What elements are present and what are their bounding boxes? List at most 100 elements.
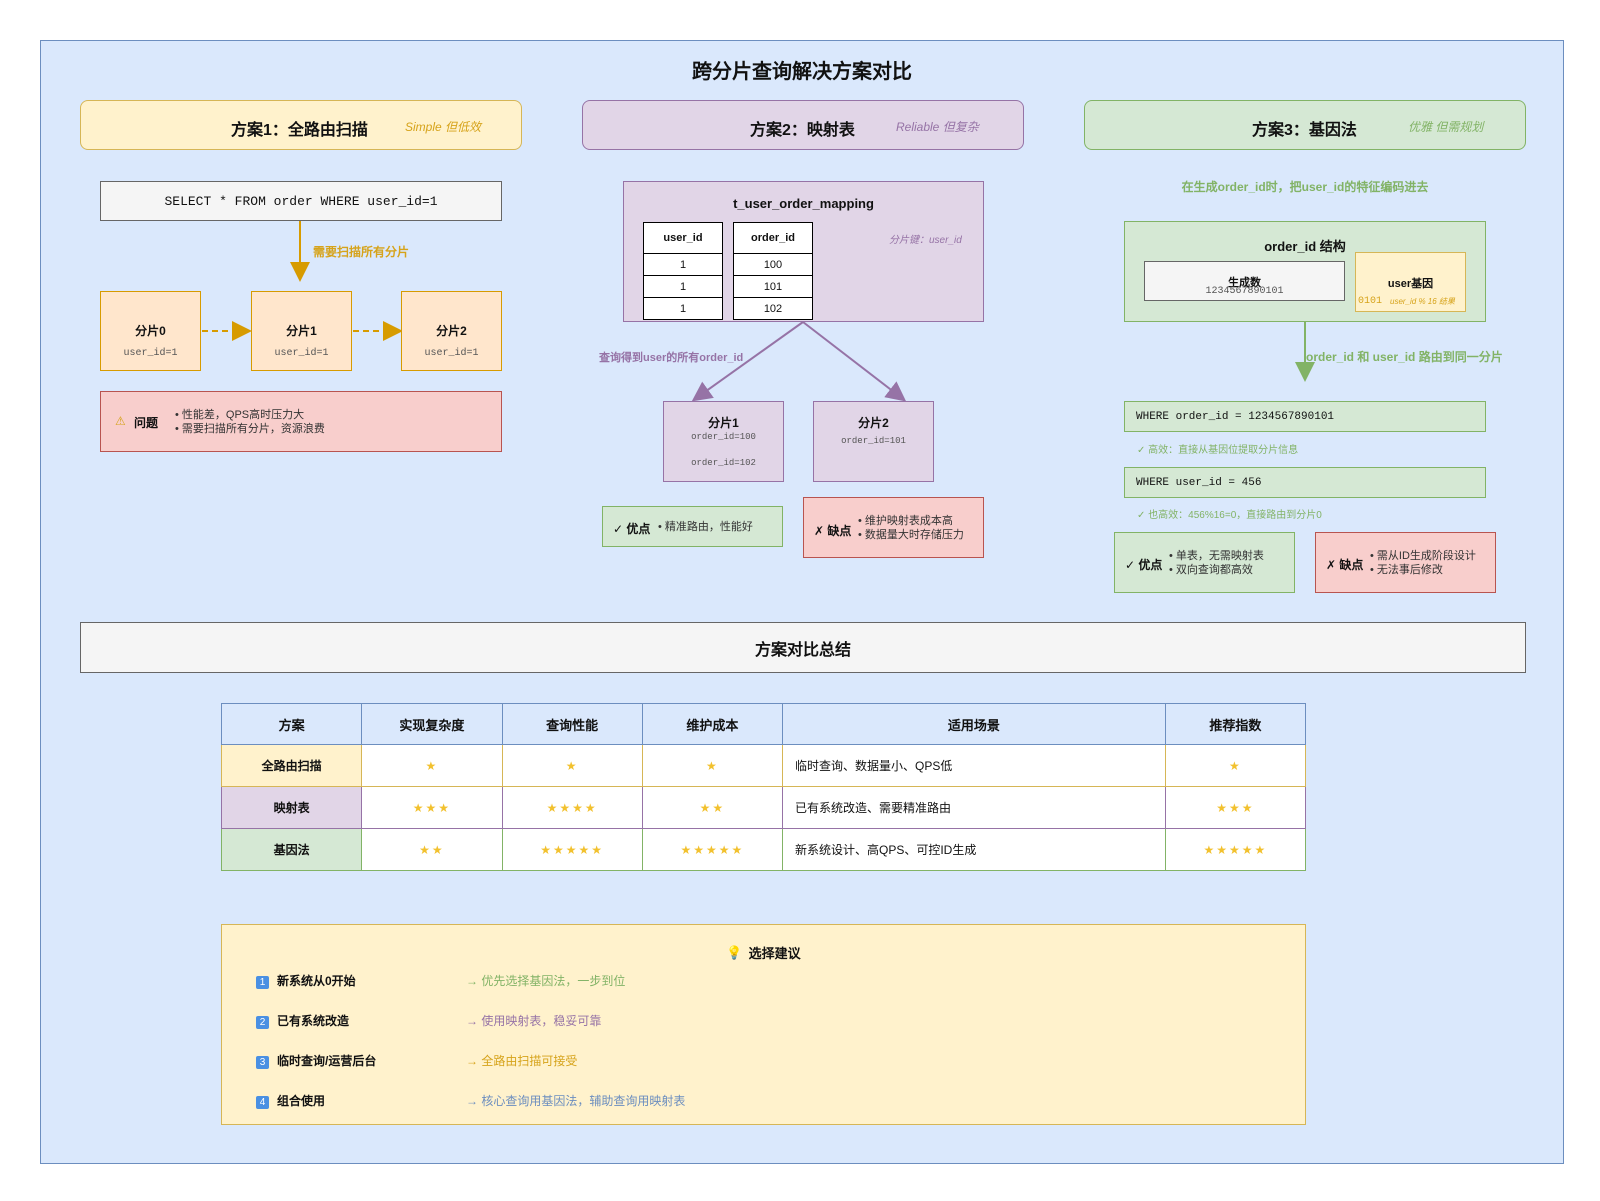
- plan1-header: 方案1：全路由扫描 Simple 但低效: [80, 100, 522, 150]
- user-id-column: user_id 1 1 1: [643, 222, 723, 320]
- column-header: 实现复杂度: [361, 703, 503, 745]
- shard-name: 分片1: [708, 416, 739, 430]
- plan3-tag: 优雅 但需规划: [1408, 120, 1484, 134]
- plan3-title: 方案3：基因法: [1252, 122, 1357, 139]
- pro-point: • 双向查询都高效: [1169, 564, 1253, 576]
- con-label: ✗ 缺点: [1326, 558, 1364, 572]
- plan-name: 映射表: [220, 786, 363, 829]
- rating-stars: ★★★★★: [641, 828, 784, 871]
- column-header: order_id: [733, 222, 813, 254]
- generated-number-segment: 生成数 1234567890101: [1144, 261, 1345, 301]
- pro-point: • 单表，无需映射表: [1169, 550, 1264, 562]
- advice-title: 选择建议: [748, 946, 801, 961]
- rating-stars: ★★: [361, 828, 503, 871]
- column-header: 推荐指数: [1164, 703, 1307, 745]
- problem-point: • 性能差，QPS高时压力大: [175, 409, 305, 421]
- advice-text: → 全路由扫描可接受: [466, 1054, 578, 1068]
- table-cell: 101: [733, 275, 813, 298]
- mapping-arrow-right: [802, 321, 907, 402]
- rating-stars: ★★★★★: [1164, 828, 1307, 871]
- problem-points: • 性能差，QPS高时压力大 • 需要扫描所有分片，资源浪费: [175, 408, 325, 436]
- shard-name: 分片2: [436, 324, 467, 338]
- plan2-shard-1: 分片1 order_id=100 order_id=102: [663, 401, 784, 482]
- con-points: • 需从ID生成阶段设计 • 无法事后修改: [1370, 549, 1476, 577]
- advice-label: 组合使用: [277, 1094, 326, 1108]
- shard-key-note: 分片键：user_id: [889, 235, 962, 246]
- shard-condition: user_id=1: [123, 348, 178, 359]
- plan3-con-box: ✗ 缺点 • 需从ID生成阶段设计 • 无法事后修改: [1315, 532, 1496, 593]
- plan2-pro-box: ✓ 优点 • 精准路由，性能好: [602, 506, 783, 547]
- plan-name: 全路由扫描: [220, 744, 363, 787]
- con-point: • 数据量大时存储压力: [858, 529, 964, 541]
- table-row: 基因法 ★★ ★★★★★ ★★★★★ 新系统设计、高QPS、可控ID生成 ★★★…: [220, 828, 1307, 871]
- order-id-column: order_id 100 101 102: [733, 222, 813, 320]
- plan-name: 基因法: [220, 828, 363, 871]
- plan1-problem-box: ⚠ 问题 • 性能差，QPS高时压力大 • 需要扫描所有分片，资源浪费: [100, 391, 502, 452]
- gene-value: 0101: [1358, 296, 1383, 307]
- mapping-table-box: t_user_order_mapping user_id 1 1 1 order…: [623, 181, 984, 322]
- column-header: 适用场景: [782, 703, 1166, 745]
- summary-title: 方案对比总结: [80, 622, 1526, 673]
- con-point: • 需从ID生成阶段设计: [1370, 550, 1476, 562]
- con-label: ✗ 缺点: [814, 524, 852, 538]
- column-header: 查询性能: [501, 703, 643, 745]
- rating-stars: ★★★★: [501, 786, 643, 829]
- pro-label: ✓ 优点: [613, 522, 651, 536]
- shard-order: order_id=101: [841, 436, 906, 446]
- table-cell: 100: [733, 253, 813, 276]
- rating-stars: ★: [1164, 744, 1307, 787]
- shard-condition: user_id=1: [274, 348, 329, 359]
- query-by-user-note: ✓ 也高效：456%16=0，直接路由到分片0: [1137, 510, 1322, 521]
- shard-order: order_id=100: [691, 432, 756, 442]
- mapping-arrow-left: [691, 321, 804, 402]
- number-badge: 2: [256, 1016, 269, 1029]
- advice-label: 临时查询/运营后台: [277, 1054, 377, 1068]
- plan1-sql: SELECT * FROM order WHERE user_id=1: [100, 181, 502, 221]
- table-cell: 1: [643, 275, 723, 298]
- shard-name: 分片1: [286, 324, 317, 338]
- plan1-shard-1: 分片1 user_id=1: [251, 291, 352, 371]
- advice-text: → 优先选择基因法，一步到位: [466, 974, 626, 988]
- shard-name: 分片2: [858, 416, 889, 430]
- pro-label: ✓ 优点: [1125, 558, 1163, 572]
- column-header: 维护成本: [641, 703, 784, 745]
- plan1-shard-0: 分片0 user_id=1: [100, 291, 201, 371]
- plan2-title: 方案2：映射表: [750, 122, 855, 139]
- plan1-arrow-label: 需要扫描所有分片: [313, 245, 410, 259]
- advice-item: 2 已有系统改造: [256, 1012, 349, 1029]
- number-badge: 1: [256, 976, 269, 989]
- gene-note: user_id % 16 结果: [1390, 297, 1455, 306]
- table-row: 映射表 ★★★ ★★★★ ★★ 已有系统改造、需要精准路由 ★★★: [220, 786, 1307, 829]
- plan2-tag: Reliable 但复杂: [896, 120, 979, 134]
- plan2-header: 方案2：映射表 Reliable 但复杂: [582, 100, 1024, 150]
- plan1-shard-2: 分片2 user_id=1: [401, 291, 502, 371]
- pro-point: • 精准路由，性能好: [658, 521, 753, 533]
- plan2-shard-2: 分片2 order_id=101: [813, 401, 934, 482]
- column-header: 方案: [220, 703, 363, 745]
- rating-stars: ★: [501, 744, 643, 787]
- plan3-intro: 在生成order_id时，把user_id的特征编码进去: [1181, 180, 1429, 194]
- rating-stars: ★: [641, 744, 784, 787]
- con-point: • 维护映射表成本高: [858, 515, 953, 527]
- plan2-con-box: ✗ 缺点 • 维护映射表成本高 • 数据量大时存储压力: [803, 497, 984, 558]
- query-by-user: WHERE user_id = 456: [1124, 467, 1486, 498]
- mapping-table-name: t_user_order_mapping: [733, 196, 874, 211]
- plan3-arrow-label: order_id 和 user_id 路由到同一分片: [1306, 350, 1503, 364]
- advice-label: 新系统从0开始: [277, 974, 356, 988]
- pro-points: • 单表，无需映射表 • 双向查询都高效: [1169, 549, 1264, 577]
- advice-item: 1 新系统从0开始: [256, 972, 356, 989]
- order-id-structure: order_id 结构 生成数 1234567890101 user基因 010…: [1124, 221, 1486, 322]
- scene-cell: 已有系统改造、需要精准路由: [782, 786, 1166, 829]
- structure-title: order_id 结构: [1264, 239, 1346, 254]
- plan1-tag: Simple 但低效: [405, 120, 482, 134]
- rating-stars: ★★★: [1164, 786, 1307, 829]
- rating-stars: ★★★: [361, 786, 503, 829]
- rating-stars: ★★★★★: [501, 828, 643, 871]
- user-gene-segment: user基因 0101 user_id % 16 结果: [1355, 252, 1466, 312]
- advice-label: 已有系统改造: [277, 1014, 350, 1028]
- shard-order: order_id=102: [691, 458, 756, 468]
- query-by-order: WHERE order_id = 1234567890101: [1124, 401, 1486, 432]
